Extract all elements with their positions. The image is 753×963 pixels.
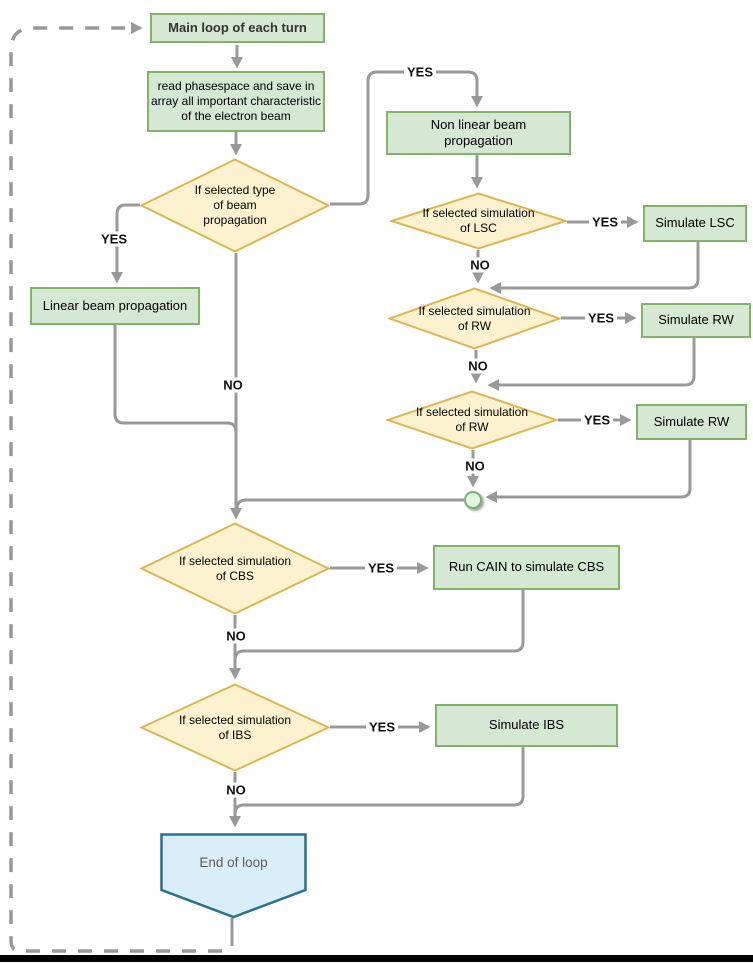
node-simulate-lsc: Simulate LSC — [643, 205, 747, 242]
label-beam-yes-left: YES — [97, 231, 131, 247]
edge-simibs-return — [233, 747, 525, 815]
label-beam-yes-right: YES — [403, 64, 437, 80]
diamond-icon — [386, 390, 558, 450]
label-cbs-no: NO — [223, 628, 249, 644]
node-cbs-decision: If selected simulation of CBS — [140, 522, 330, 615]
diamond-icon — [388, 287, 561, 350]
diamond-icon — [140, 522, 330, 615]
label-lsc-no: NO — [467, 257, 493, 273]
node-nonlinear-propagation: Non linear beam propagation — [386, 111, 571, 155]
node-simulate-ibs: Simulate IBS — [435, 704, 618, 747]
node-read-phasespace: read phasespace and save in array all im… — [147, 71, 325, 132]
label-lsc-yes: YES — [588, 214, 622, 230]
edge-loop-back-dashed — [9, 22, 222, 953]
decision-label: If selected simulation of CBS — [178, 553, 292, 583]
node-simulate-rw-2: Simulate RW — [636, 404, 747, 440]
edge-beam-yes-to-nonlinear — [330, 70, 483, 206]
label-beam-no: NO — [220, 377, 246, 393]
label-ibs-yes: YES — [365, 719, 399, 735]
node-rw-decision-1: If selected simulation of RW — [388, 287, 561, 350]
edge-simlsc-return — [489, 242, 700, 294]
label-rw2-yes: YES — [580, 412, 614, 428]
label-rw1-no: NO — [465, 358, 491, 374]
node-run-cain: Run CAIN to simulate CBS — [433, 545, 620, 590]
terminal-label: End of loop — [199, 854, 268, 870]
label-rw1-yes: YES — [584, 310, 618, 326]
node-end-of-loop: End of loop — [160, 833, 307, 919]
window-bottom-edge — [0, 955, 753, 962]
merge-junction-circle — [464, 491, 482, 509]
decision-label: If selected simulation of LSC — [422, 206, 535, 235]
edge-simrw2-return — [485, 440, 692, 503]
node-simulate-rw-1: Simulate RW — [641, 303, 751, 338]
terminal-shape-icon — [160, 833, 307, 919]
diamond-icon — [140, 158, 330, 253]
node-rw-decision-2: If selected simulation of RW — [386, 390, 558, 450]
edge-simrw1-return — [487, 338, 696, 391]
label-ibs-no: NO — [223, 782, 249, 798]
node-main-loop: Main loop of each turn — [150, 13, 325, 43]
edge-runcain-return — [233, 590, 525, 661]
edge-junction-out — [235, 498, 464, 510]
node-beam-type-decision: If selected type of beam propagation — [140, 158, 330, 253]
edge-beam-yes-to-linear — [111, 203, 140, 284]
diamond-icon — [140, 683, 330, 772]
decision-label: If selected simulation of RW — [415, 405, 529, 434]
decision-label: If selected simulation of RW — [418, 303, 531, 333]
label-cbs-yes: YES — [364, 560, 398, 576]
decision-label: If selected type of beam propagation — [194, 183, 276, 227]
node-lsc-decision: If selected simulation of LSC — [390, 192, 567, 250]
diamond-icon — [390, 192, 567, 250]
node-ibs-decision: If selected simulation of IBS — [140, 683, 330, 772]
decision-label: If selected simulation of IBS — [178, 712, 292, 742]
node-linear-propagation: Linear beam propagation — [30, 287, 200, 325]
label-rw2-no: NO — [462, 458, 488, 474]
edge-linear-return — [113, 325, 238, 433]
